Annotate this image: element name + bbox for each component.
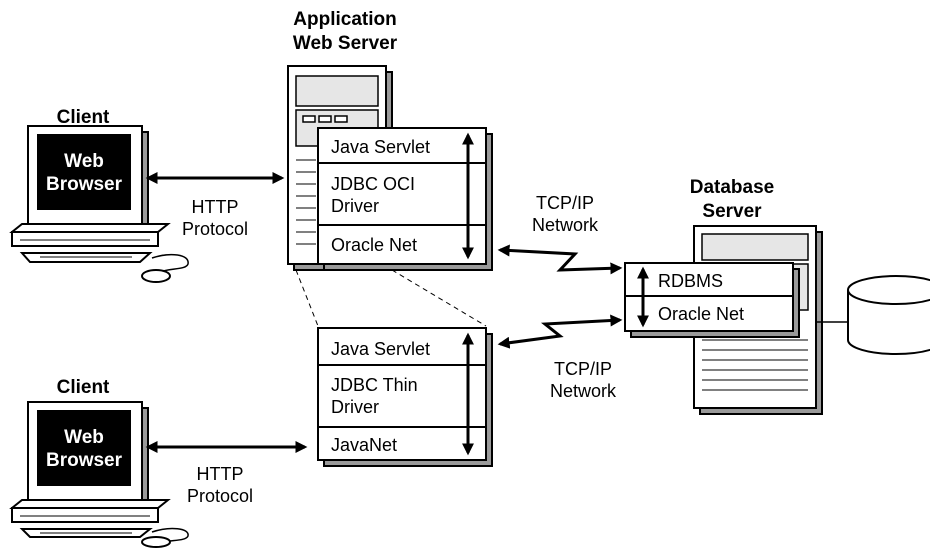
network-arrow-bottom — [497, 314, 623, 349]
client-top: Client Web Browser — [9, 107, 189, 283]
db-stack-row2: Oracle Net — [658, 304, 744, 324]
screen-label-line2: Browser — [46, 450, 123, 471]
client-bottom: Client Web Browser — [9, 377, 189, 548]
stack-oci-row1: Java Servlet — [331, 137, 430, 157]
computer-icon — [9, 401, 189, 548]
tcp-bottom-line2: Network — [550, 381, 617, 401]
app-server-title-line1: Application — [293, 9, 396, 30]
screen-label-line1: Web — [64, 427, 104, 448]
stack-oci-row2-line1: JDBC OCI — [331, 174, 415, 194]
database-cylinder-icon — [847, 275, 930, 355]
stack-thin — [317, 327, 493, 467]
client-top-title: Client — [57, 107, 110, 128]
screen-label-line1: Web — [64, 151, 104, 172]
stack-thin-row2-line2: Driver — [331, 397, 379, 417]
stack-thin-row2-line1: JDBC Thin — [331, 375, 418, 395]
client-bottom-title: Client — [57, 377, 110, 398]
screen-label-line2: Browser — [46, 174, 123, 195]
stack-oci-row3: Oracle Net — [331, 235, 417, 255]
stack-thin-row1: Java Servlet — [331, 339, 430, 359]
db-server-title-line2: Server — [702, 201, 762, 222]
tcp-top-line2: Network — [532, 215, 599, 235]
http-bottom-line2: Protocol — [187, 486, 253, 506]
tcp-bottom-line1: TCP/IP — [554, 359, 612, 379]
zoom-line-right — [391, 269, 487, 327]
network-arrow-top — [497, 244, 623, 275]
db-stack — [624, 262, 800, 338]
app-server-title-line2: Web Server — [293, 33, 398, 54]
stack-oci — [317, 127, 493, 271]
http-top-line2: Protocol — [182, 219, 248, 239]
db-stack-row1: RDBMS — [658, 271, 723, 291]
stack-thin-row3: JavaNet — [331, 435, 397, 455]
stack-oci-row2-line2: Driver — [331, 196, 379, 216]
tcp-top-line1: TCP/IP — [536, 193, 594, 213]
db-server-title-line1: Database — [690, 177, 775, 198]
computer-icon — [9, 125, 189, 283]
http-top-line1: HTTP — [192, 197, 239, 217]
http-bottom-line1: HTTP — [197, 464, 244, 484]
zoom-line-left — [295, 269, 319, 327]
